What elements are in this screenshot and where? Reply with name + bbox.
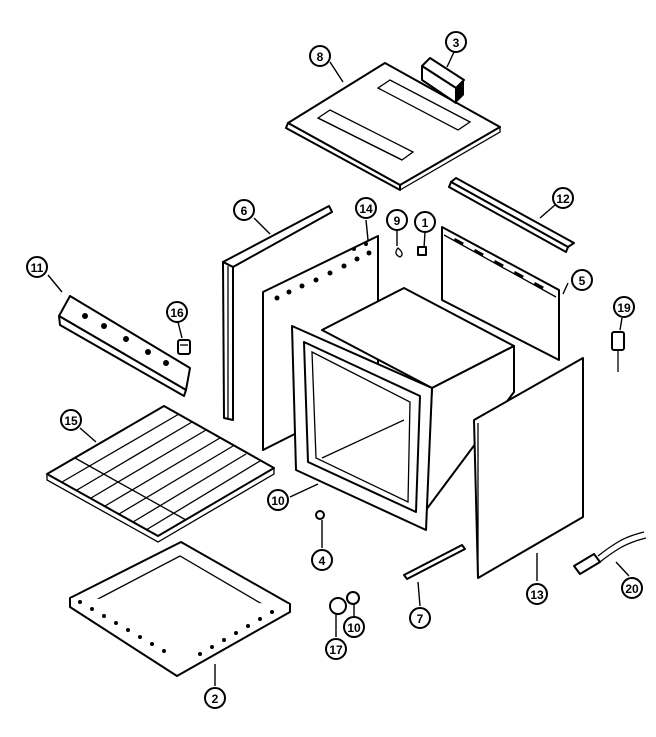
callout-12: 12 <box>552 187 574 209</box>
callout-9: 9 <box>386 209 408 231</box>
callout-5: 5 <box>571 269 593 291</box>
callout-15: 15 <box>60 409 82 431</box>
svg-text:9: 9 <box>394 214 401 228</box>
callout-1: 1 <box>414 211 436 233</box>
callout-16: 16 <box>166 301 188 323</box>
light-bulb <box>329 597 347 615</box>
svg-text:4: 4 <box>319 554 326 568</box>
svg-text:3: 3 <box>453 36 460 50</box>
svg-text:13: 13 <box>530 588 544 602</box>
sensor-19 <box>611 331 625 372</box>
leader-lines <box>47 51 630 686</box>
callout-7: 7 <box>409 607 431 629</box>
callout-20: 20 <box>621 577 643 599</box>
callout-19: 19 <box>613 296 635 318</box>
callout-3: 3 <box>445 31 467 53</box>
oven-rack <box>46 405 275 543</box>
latch-16 <box>177 339 191 355</box>
light-socket <box>346 591 360 605</box>
svg-text:17: 17 <box>329 643 343 657</box>
bottom-pan <box>69 541 291 677</box>
svg-text:19: 19 <box>617 301 631 315</box>
left-bracket <box>58 295 191 397</box>
top-bracket <box>421 57 465 104</box>
callout-6: 6 <box>233 199 255 221</box>
svg-text:12: 12 <box>556 192 570 206</box>
svg-text:15: 15 <box>64 414 78 428</box>
svg-text:10: 10 <box>347 621 361 635</box>
svg-text:14: 14 <box>359 202 373 216</box>
callout-10-cavity: 10 <box>267 489 289 511</box>
right-side-panel <box>441 226 560 361</box>
svg-text:1: 1 <box>422 216 429 230</box>
clip-1 <box>417 246 427 256</box>
clip-9 <box>395 247 403 258</box>
callout-2: 2 <box>204 687 226 709</box>
callout-4: 4 <box>311 549 333 571</box>
callout-13: 13 <box>526 583 548 605</box>
callout-10-socket: 10 <box>343 616 365 638</box>
top-panel <box>285 62 501 191</box>
svg-text:20: 20 <box>625 582 639 596</box>
small-strip-7 <box>403 544 466 580</box>
svg-text:8: 8 <box>317 50 324 64</box>
rear-trim-strip <box>448 177 575 253</box>
svg-text:11: 11 <box>31 261 44 275</box>
callout-14: 14 <box>355 197 377 219</box>
svg-text:5: 5 <box>579 274 586 288</box>
callout-8: 8 <box>309 45 331 67</box>
svg-text:2: 2 <box>212 692 219 706</box>
coil-connector-20 <box>573 531 647 575</box>
oven-cavity <box>291 287 515 531</box>
right-outer-panel <box>473 357 584 579</box>
svg-text:10: 10 <box>271 494 285 508</box>
svg-text:16: 16 <box>170 306 184 320</box>
screw-4 <box>315 510 325 520</box>
svg-text:6: 6 <box>241 204 248 218</box>
left-trim-strip <box>222 205 333 421</box>
svg-text:7: 7 <box>417 612 424 626</box>
callout-11: 11 <box>26 256 48 278</box>
callout-17: 17 <box>325 638 347 660</box>
